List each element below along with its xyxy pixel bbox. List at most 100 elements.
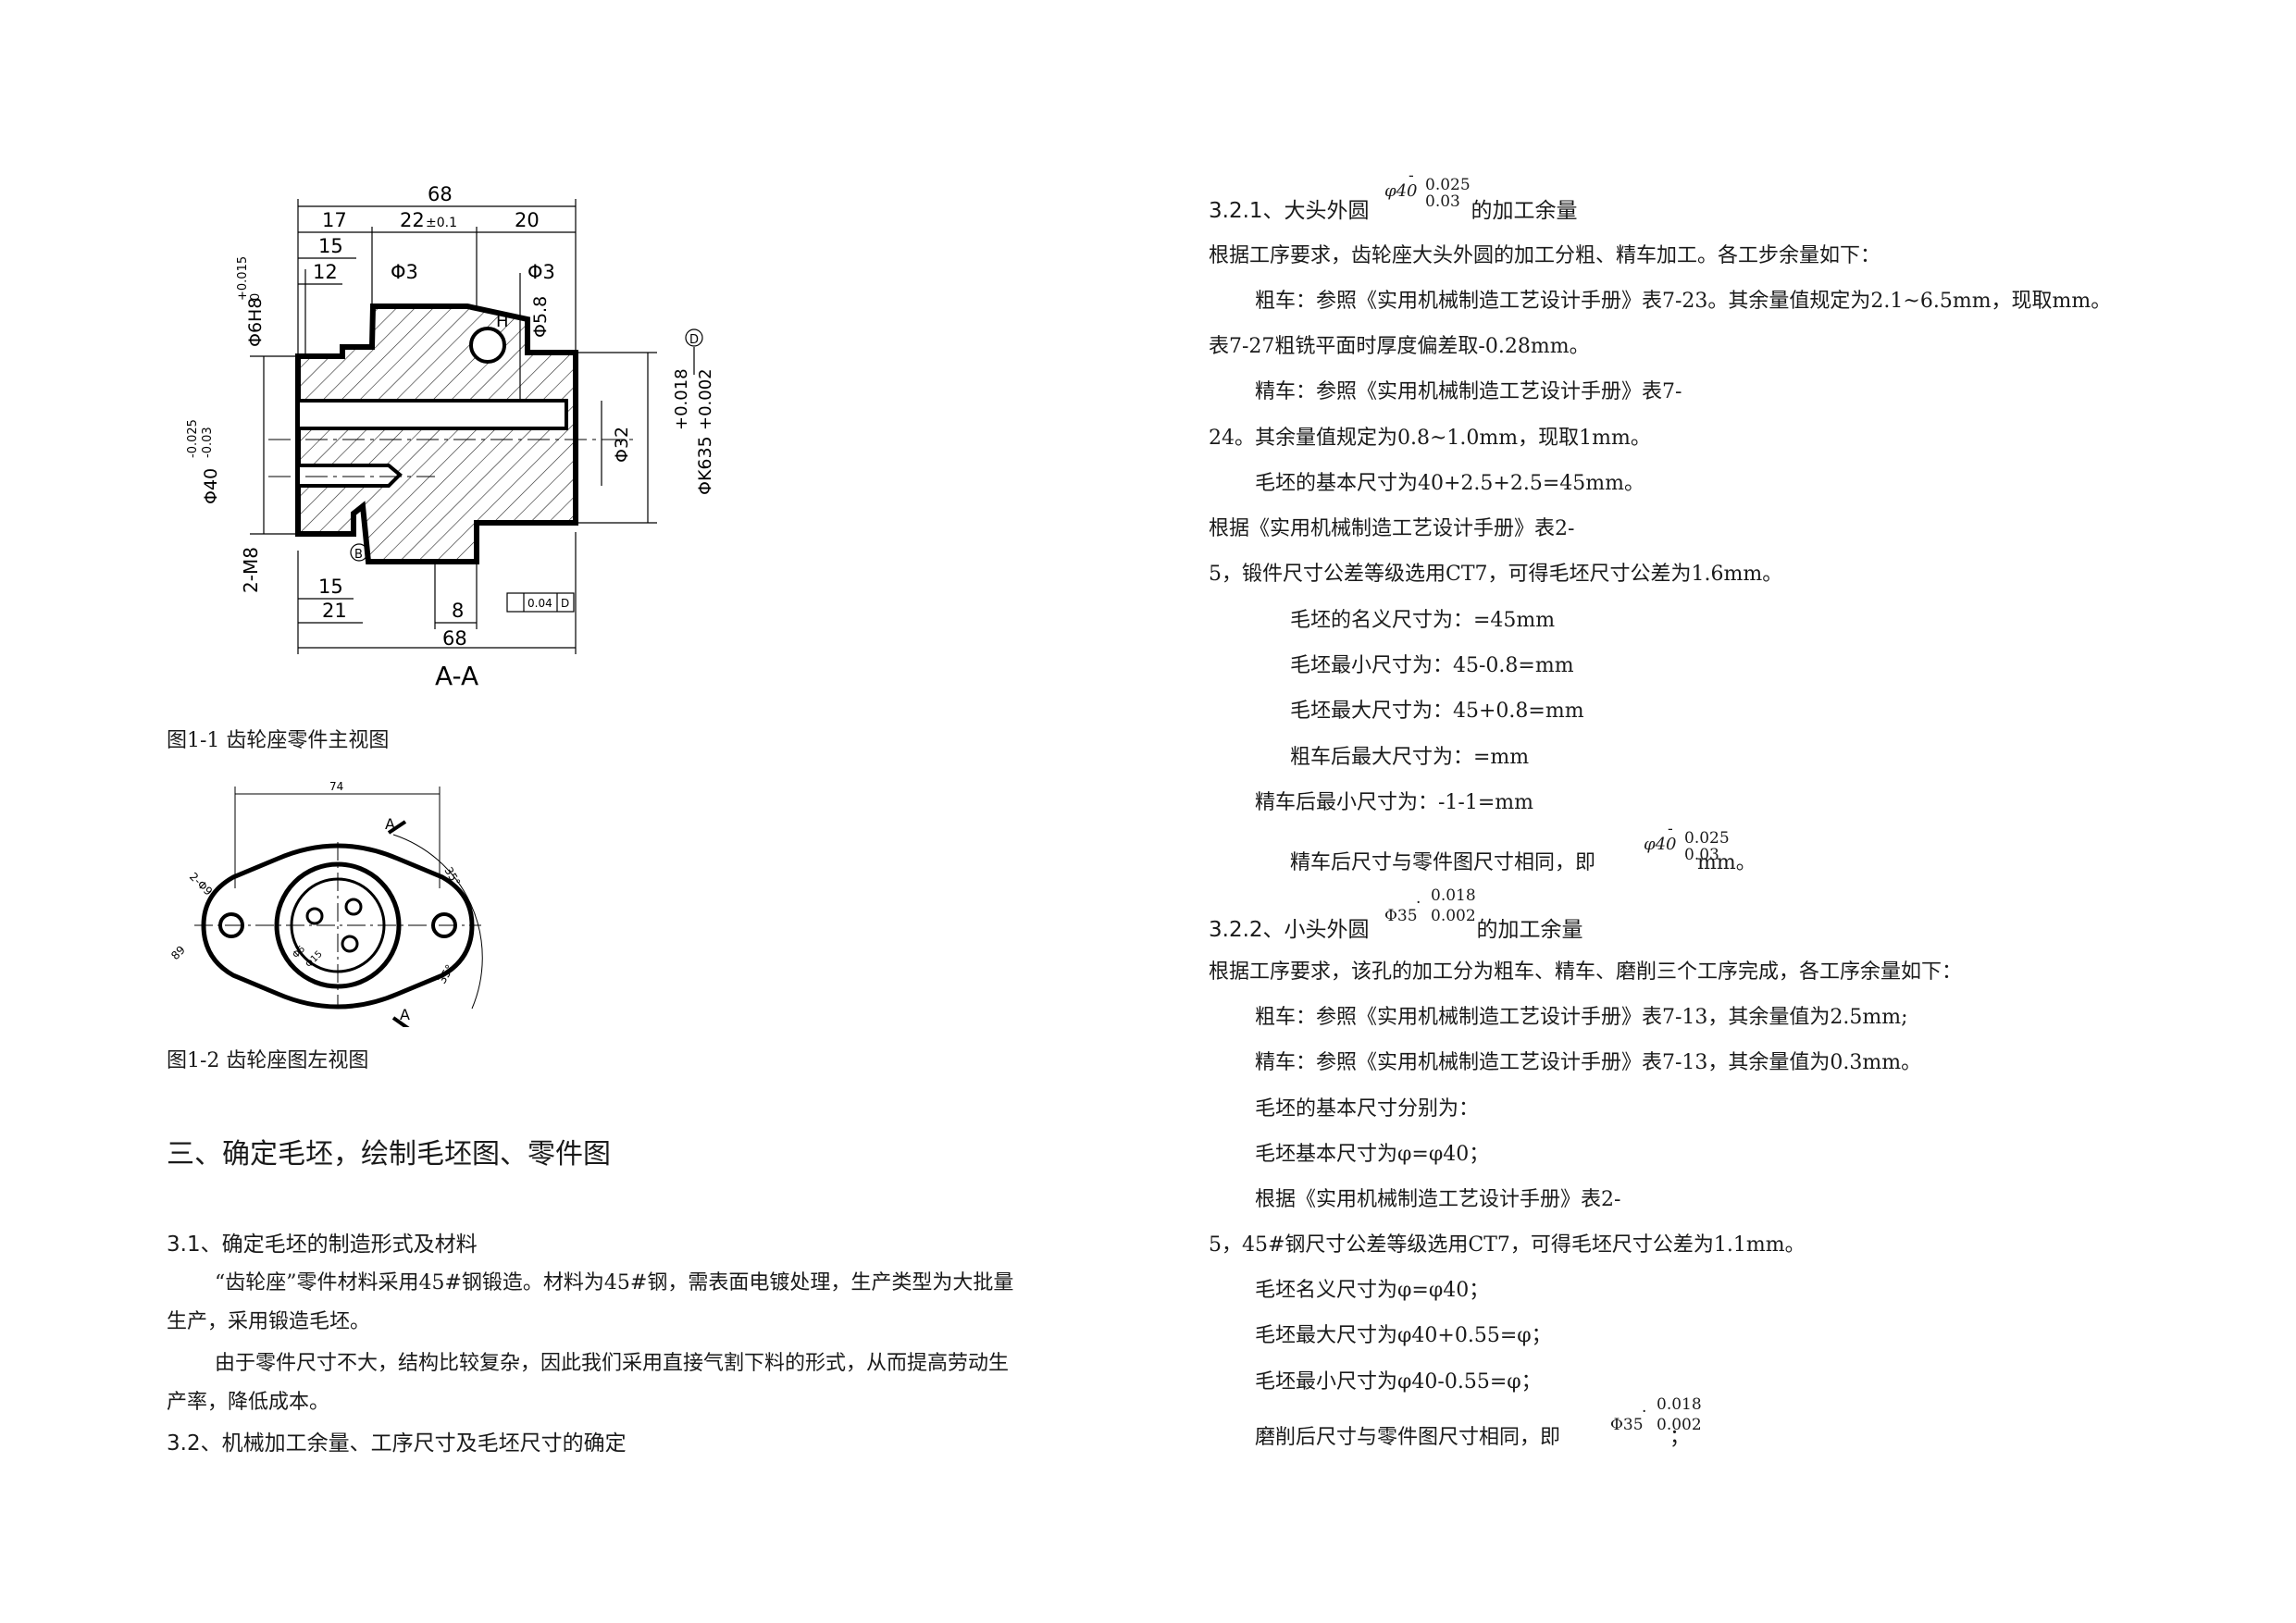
paragraph-cutting-line1: 由于零件尺寸不大，结构比较复杂，因此我们采用直接气割下料的形式，从而提高劳动生 <box>215 1352 1010 1375</box>
r-line-5: 24。其余量值规定为0.8~1.0mm，现取1mm。 <box>1209 427 1651 450</box>
heading-3-2-2-suffix: 的加工余量 <box>1476 918 1583 942</box>
r-line-m11-prefix: 磨削后尺寸与零件图尺寸相同，即 <box>1255 1426 1561 1449</box>
r-line-13: 精车后最小尺寸为：-1-1=mm <box>1255 791 1534 814</box>
dim-phi5-8: Φ5.8 <box>530 296 551 338</box>
bore-lower <box>296 464 403 488</box>
dim-89: 89 <box>168 943 188 962</box>
section-heading-3: 三、确定毛坯，绘制毛坯图、零件图 <box>167 1138 611 1171</box>
tol-35-dot: · <box>1416 894 1421 912</box>
dim-phi6h8: Φ6H8 <box>245 298 266 347</box>
dim-phi6-tol-up: +0.015 <box>236 256 250 301</box>
dim-68-top: 68 <box>428 183 453 205</box>
heading-3-2: 3.2、机械加工余量、工序尺寸及毛坯尺寸的确定 <box>167 1431 627 1456</box>
r-line-m4: 毛坯的基本尺寸分别为： <box>1255 1097 1480 1121</box>
r-line-m1: 根据工序要求，该孔的加工分为粗车、精车、磨削三个工序完成，各工序余量如下： <box>1209 960 1963 984</box>
letter-h: H <box>496 312 509 331</box>
dim-phi40-tol-up: -0.025 <box>186 419 200 458</box>
r-line-m3: 精车：参照《实用机械制造工艺设计手册》表7-13，其余量值为0.3mm。 <box>1255 1051 1922 1074</box>
tol-40-upper: 0.025 <box>1425 176 1471 194</box>
r-line-14: 精车后尺寸与零件图尺寸相同，即 mm。 <box>1290 846 1756 875</box>
heading-3-2-1: 3.2.1、大头外圆 的加工余量 <box>1209 192 1578 224</box>
dim-phi32: Φ32 <box>612 427 632 463</box>
r-line-m5: 毛坯基本尺寸为φ=φ40； <box>1255 1143 1490 1166</box>
bore-upper <box>296 399 568 430</box>
r-line-10: 毛坯最小尺寸为：45-0.8=mm <box>1290 654 1574 677</box>
r-line-m7: 5，45#钢尺寸公差等级选用CT7，可得毛坯尺寸公差为1.1mm。 <box>1209 1233 1806 1257</box>
r-line-2: 粗车：参照《实用机械制造工艺设计手册》表7-23。其余量值规定为2.1~6.5m… <box>1255 290 2112 313</box>
r-line-m11: 磨削后尺寸与零件图尺寸相同，即 ； <box>1255 1420 1690 1450</box>
r-line-m6: 根据《实用机械制造工艺设计手册》表2- <box>1255 1188 1621 1211</box>
r-line-1: 根据工序要求，齿轮座大头外圆的加工分粗、精车加工。各工步余量如下： <box>1209 244 1881 267</box>
r-line-14-prefix: 精车后尺寸与零件图尺寸相同，即 <box>1290 851 1596 874</box>
r-line-m11-suffix: ； <box>1669 1426 1691 1449</box>
dim-phi3-left: Φ3 <box>391 261 418 283</box>
flange-outline <box>201 843 475 1010</box>
r-line-4: 精车：参照《实用机械制造工艺设计手册》表7- <box>1255 380 1682 403</box>
section-mark-a-bottom: A <box>400 1006 410 1023</box>
r-line-11: 毛坯最大尺寸为：45+0.8=mm <box>1290 700 1584 723</box>
figure1-caption: 图1-1 齿轮座零件主视图 <box>167 729 390 752</box>
dim-phi40: Φ40 <box>201 468 221 504</box>
r-line-m9: 毛坯最大尺寸为φ40+0.55=φ； <box>1255 1324 1552 1347</box>
dim-phik63-tol2: +0.002 <box>696 368 715 430</box>
figure-main-view-drawing: 68 17 22 ±0.1 20 15 12 Φ3 Φ3 Φ6H8 +0.015… <box>186 183 715 691</box>
section-mark-a-top: A <box>385 815 395 833</box>
r-line-m8: 毛坯名义尺寸为φ=φ40； <box>1255 1279 1490 1302</box>
tol-40b-upper: 0.025 <box>1684 829 1730 848</box>
heading-3-1: 3.1、确定毛坯的制造形式及材料 <box>167 1233 478 1257</box>
r-line-8: 5，锻件尺寸公差等级选用CT7，可得毛坯尺寸公差为1.6mm。 <box>1209 563 1783 586</box>
dim-12: 12 <box>313 261 338 283</box>
tol-40b-lower: 0.03 <box>1684 846 1719 864</box>
r-line-7: 根据《实用机械制造工艺设计手册》表2- <box>1209 517 1575 540</box>
datum-b: B <box>354 548 363 562</box>
section-label-aa: A-A <box>435 661 478 691</box>
r-line-14-suffix: mm。 <box>1697 851 1756 874</box>
tol-35-lower: 0.002 <box>1431 907 1476 925</box>
datum-d: D <box>689 333 699 347</box>
tol-35b-lower: 0.002 <box>1657 1416 1702 1434</box>
dim-8: 8 <box>452 600 464 622</box>
figure-left-view-drawing: 74 2-Φ9 89 35° 35° A A Φ5 Φ15 <box>168 780 483 1027</box>
dim-15-bottom: 15 <box>318 576 343 598</box>
r-line-12: 粗车后最大尺寸为：=mm <box>1290 746 1530 769</box>
paragraph-cutting-line2: 产率，降低成本。 <box>167 1391 330 1414</box>
heading-3-2-2-prefix: 3.2.2、小头外圆 <box>1209 918 1370 942</box>
tol-35b-upper: 0.018 <box>1657 1395 1702 1414</box>
heading-3-2-1-prefix: 3.2.1、大头外圆 <box>1209 199 1370 223</box>
r-line-9: 毛坯的名义尺寸为：=45mm <box>1290 609 1556 632</box>
paragraph-material-line2: 生产，采用锻造毛坯。 <box>167 1310 371 1333</box>
heading-3-2-1-suffix: 的加工余量 <box>1471 199 1578 223</box>
dim-15: 15 <box>318 235 343 257</box>
r-line-m10: 毛坯最小尺寸为φ40-0.55=φ； <box>1255 1370 1542 1394</box>
r-line-3: 表7-27粗铣平面时厚度偏差取-0.28mm。 <box>1209 335 1590 358</box>
tol-40-dash: - <box>1409 167 1414 185</box>
dim-68-bottom: 68 <box>442 627 467 650</box>
tol-40-lower: 0.03 <box>1425 192 1460 211</box>
heading-3-2-2: 3.2.2、小头外圆 的加工余量 <box>1209 911 1583 943</box>
flatness-datum: D <box>561 597 569 610</box>
dim-phi6-tol-low: 0 <box>249 293 263 301</box>
part-section-outline <box>295 304 578 564</box>
dim-21: 21 <box>322 600 347 622</box>
dim-phi3-right: Φ3 <box>527 261 555 283</box>
tol-35b-symbol: Φ35 <box>1610 1416 1644 1434</box>
paragraph-material-line1: “齿轮座”零件材料采用45#钢锻造。材料为45#钢，需表面电镀处理，生产类型为大… <box>215 1271 1014 1295</box>
dim-phik63: ΦK635 <box>695 436 715 495</box>
dim-74: 74 <box>329 780 343 793</box>
tol-40-symbol: φ40 <box>1384 181 1418 201</box>
dim-22-tol: ±0.1 <box>426 216 457 230</box>
dim-2-m8: 2-M8 <box>240 547 262 593</box>
dim-phi40-tol-low: -0.03 <box>201 427 215 458</box>
hole-h <box>469 327 506 364</box>
dim-phik63-tol: +0.018 <box>672 368 691 430</box>
r-line-m2: 粗车：参照《实用机械制造工艺设计手册》表7-13，其余量值为2.5mm; <box>1255 1006 1908 1029</box>
r-line-6: 毛坯的基本尺寸为40+2.5+2.5=45mm。 <box>1255 472 1644 495</box>
tol-35b-dot: · <box>1642 1403 1647 1421</box>
figure2-caption: 图1-2 齿轮座图左视图 <box>167 1049 369 1072</box>
tol-40b-symbol: φ40 <box>1644 835 1677 854</box>
flatness-value: 0.04 <box>527 597 552 610</box>
tol-35-upper: 0.018 <box>1431 886 1476 905</box>
dim-17: 17 <box>322 209 347 231</box>
tol-35-symbol: Φ35 <box>1384 907 1418 925</box>
dim-phi15: Φ15 <box>304 949 324 970</box>
